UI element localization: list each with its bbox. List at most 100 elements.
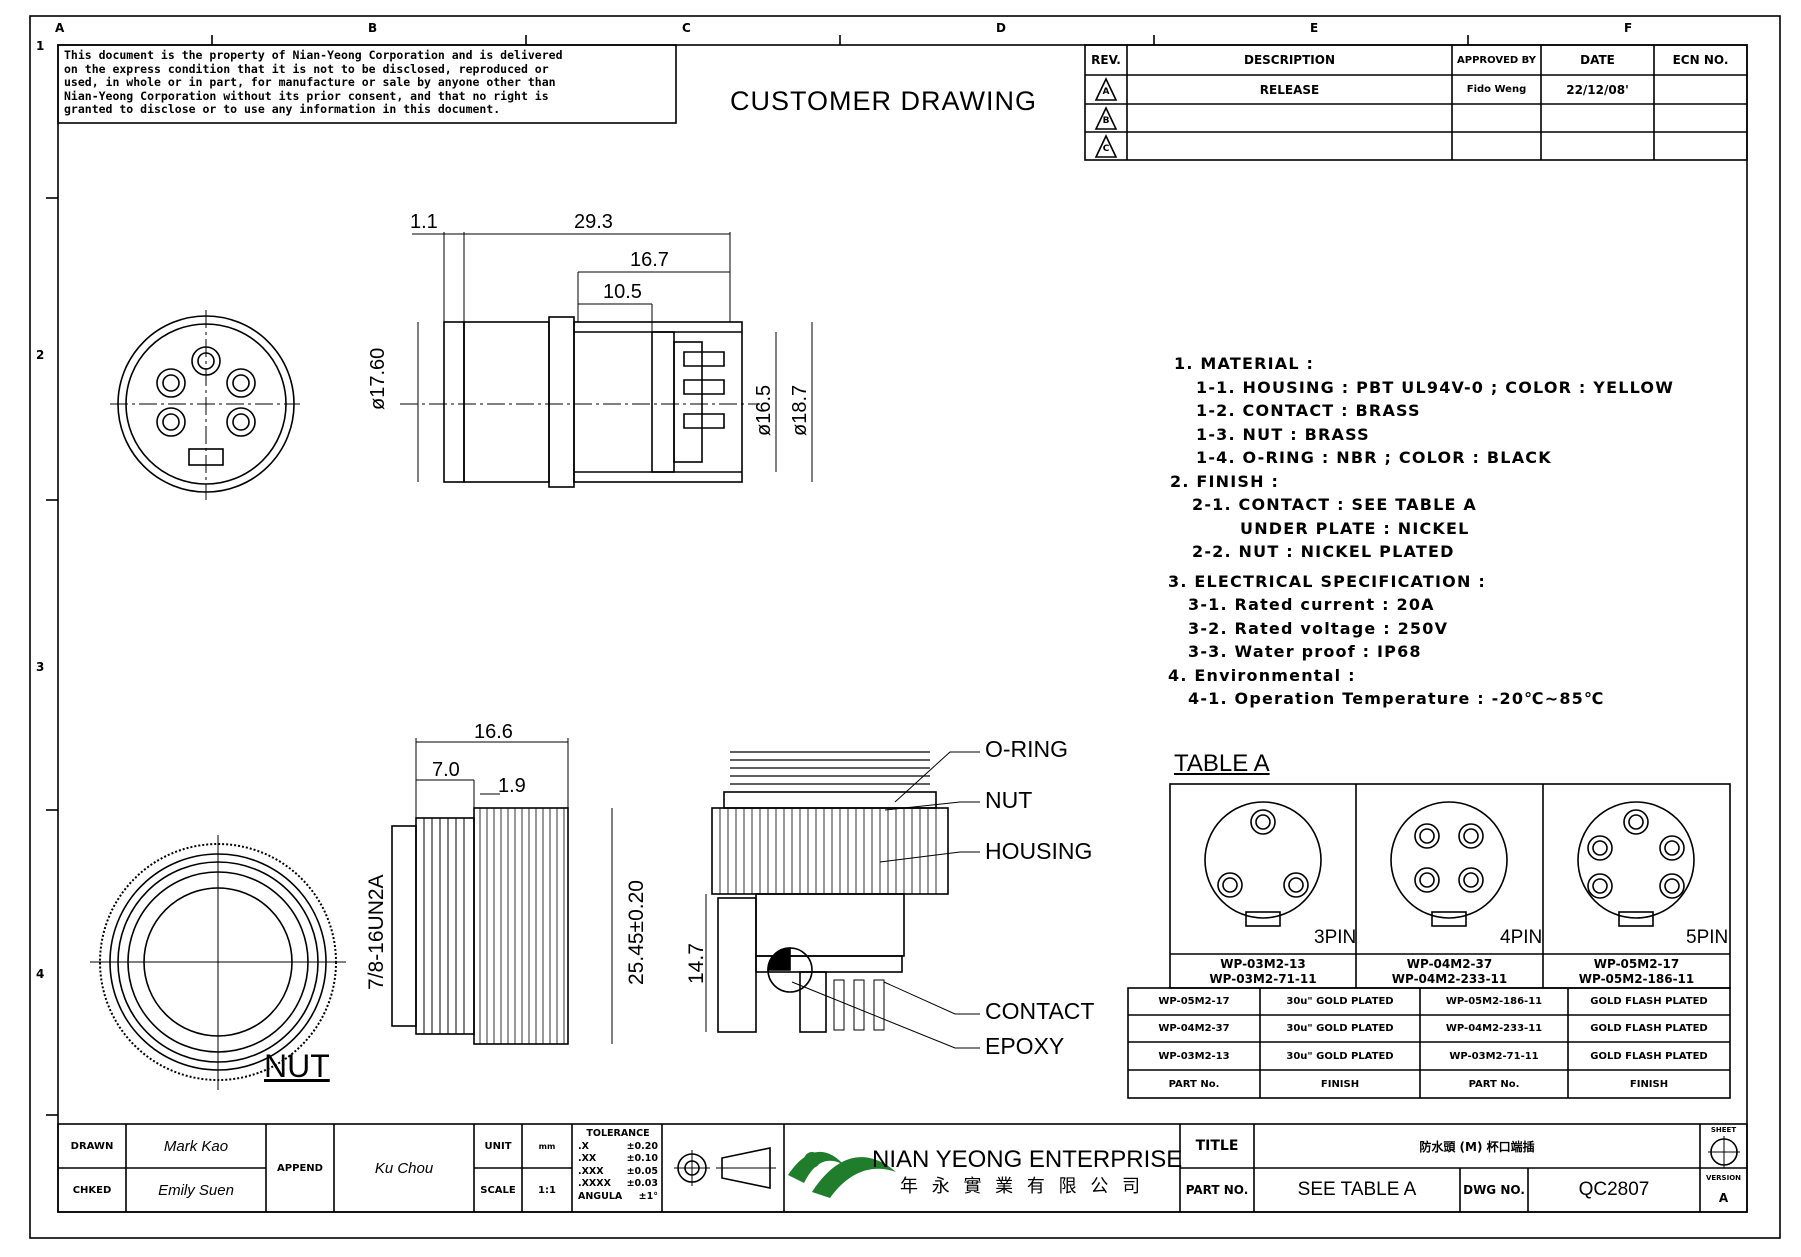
- note-line: 1-4. O-RING : NBR ; COLOR : BLACK: [1196, 448, 1552, 467]
- zone-row-3: 3: [36, 660, 45, 674]
- nut-view-label: NUT: [264, 1048, 330, 1084]
- pin-4-part-2: WP-04M2-233-11: [1391, 971, 1508, 986]
- tol-val: ±0.05: [626, 1165, 658, 1177]
- nut-side-view: [391, 738, 613, 1045]
- note-line: 2. FINISH :: [1170, 471, 1280, 491]
- note-line: 1. MATERIAL :: [1174, 354, 1315, 373]
- finish-cell: GOLD FLASH PLATED: [1590, 996, 1708, 1007]
- section-view: [705, 751, 980, 1049]
- tolerance-title: TOLERANCE: [586, 1128, 650, 1139]
- note-line: 4. Environmental :: [1168, 665, 1356, 685]
- outer-frame: [29, 15, 1781, 1239]
- rev-c-label: C: [1102, 144, 1110, 154]
- note-line: 1-2. CONTACT : BRASS: [1196, 401, 1421, 420]
- callout-epoxy: EPOXY: [985, 1033, 1065, 1059]
- notice-line: granted to disclose or to use any inform…: [64, 102, 501, 116]
- callout-housing: HOUSING: [985, 838, 1093, 864]
- rev-a-approved: Fido Weng: [1466, 84, 1527, 95]
- finish-header: PART No.: [1168, 1078, 1220, 1090]
- tol-val: ±0.20: [626, 1140, 658, 1152]
- pin-5-part-1: WP-05M2-17: [1593, 956, 1680, 971]
- pin-3-part-2: WP-03M2-71-11: [1209, 971, 1317, 986]
- zone-col-e: E: [1310, 21, 1319, 35]
- rev-b-label: B: [1102, 116, 1110, 126]
- dim-side-dia2: ø16.5: [753, 384, 775, 436]
- notice-line: This document is the property of Nian-Ye…: [64, 48, 563, 62]
- page-title: CUSTOMER DRAWING: [730, 86, 1038, 116]
- note-line: 3-2. Rated voltage : 250V: [1188, 618, 1449, 638]
- tol-val: ±1°: [638, 1190, 658, 1202]
- scale-value: 1:1: [538, 1184, 556, 1196]
- front-view: [110, 310, 300, 500]
- dim-side-2: 29.3: [574, 211, 613, 233]
- dim-section-h: 14.7: [685, 943, 708, 984]
- tol-val: ±0.03: [626, 1178, 658, 1189]
- tol-key: .XXXX: [578, 1178, 611, 1189]
- dim-nut-thread: 7/8-16UN2A: [365, 874, 388, 990]
- finish-cell: GOLD FLASH PLATED: [1590, 1050, 1708, 1062]
- dim-nut-1: 16.6: [474, 721, 513, 743]
- notice-line: on the express condition that it is not …: [64, 61, 549, 76]
- notice-text: This document is the property of Nian-Ye…: [64, 48, 563, 117]
- finish-cell: WP-05M2-17: [1158, 996, 1230, 1007]
- note-line: 2-1. CONTACT : SEE TABLE A: [1192, 495, 1478, 514]
- append-by: Ku Chou: [374, 1159, 434, 1177]
- part-label: PART NO.: [1185, 1183, 1249, 1197]
- table-a-title: TABLE A: [1174, 750, 1270, 777]
- notice-line: used, in whole or in part, for manufactu…: [64, 75, 556, 89]
- dwg-value: QC2807: [1578, 1179, 1650, 1200]
- finish-cell: WP-05M2-186-11: [1445, 996, 1543, 1007]
- finish-header: PART No.: [1468, 1078, 1520, 1090]
- pin-label-4: 4PIN: [1500, 927, 1543, 948]
- unit-value: mm: [538, 1141, 556, 1151]
- pin-4-part-1: WP-04M2-37: [1406, 956, 1493, 971]
- rev-header-rev: REV.: [1091, 53, 1121, 67]
- zone-row-1: 1: [36, 39, 45, 53]
- rev-header-approved: APPROVED BY: [1457, 54, 1536, 66]
- rev-header-date: DATE: [1580, 53, 1615, 67]
- finish-header: FINISH: [1320, 1078, 1360, 1090]
- part-value: SEE TABLE A: [1297, 1179, 1417, 1200]
- callout-contact: CONTACT: [985, 998, 1095, 1024]
- zone-row-4: 4: [36, 967, 45, 981]
- notice-line: Nian-Yeong Corporation without its prior…: [64, 88, 549, 103]
- company-logo: [788, 1151, 896, 1198]
- scale-label: SCALE: [480, 1184, 516, 1196]
- note-line: 3. ELECTRICAL SPECIFICATION :: [1168, 571, 1486, 591]
- dwg-label: DWG NO.: [1463, 1183, 1525, 1197]
- tol-key: .X: [578, 1140, 589, 1152]
- rev-a-description: RELEASE: [1259, 82, 1320, 97]
- sheet-label: SHEET: [1710, 1126, 1737, 1134]
- nut-front-view: [90, 835, 346, 1090]
- rev-a-label: A: [1102, 87, 1110, 97]
- title-label: TITLE: [1195, 1138, 1239, 1154]
- rev-header-ecn: ECN NO.: [1672, 53, 1729, 67]
- pin-5-part-2: WP-05M2-186-11: [1578, 971, 1695, 986]
- tolerance-block: TOLERANCE .X±0.20 .XX±0.10 .XXX±0.05 .XX…: [578, 1128, 658, 1203]
- finish-cell: 30u" GOLD PLATED: [1286, 996, 1394, 1007]
- finish-cell: WP-03M2-13: [1158, 1050, 1230, 1062]
- dim-nut-3: 1.9: [498, 775, 526, 797]
- note-line: UNDER PLATE : NICKEL: [1240, 518, 1470, 538]
- title-value: 防水頭 (M) 杯口端插: [1419, 1139, 1535, 1154]
- tol-key: .XX: [578, 1153, 597, 1164]
- finish-cell: WP-04M2-233-11: [1445, 1023, 1543, 1034]
- callout-o-ring: O-RING: [985, 736, 1069, 762]
- table-a-grid: [1127, 783, 1731, 1099]
- zone-row-2: 2: [36, 348, 45, 362]
- finish-header: FINISH: [1629, 1078, 1669, 1090]
- tol-val: ±0.10: [626, 1153, 658, 1164]
- checked-by: Emily Suen: [158, 1181, 234, 1199]
- pin-label-5: 5PIN: [1686, 927, 1729, 948]
- note-line: 2-2. NUT : NICKEL PLATED: [1192, 542, 1455, 561]
- finish-cell: WP-04M2-37: [1158, 1023, 1230, 1034]
- title-block-grid: [57, 1123, 1748, 1213]
- drawn-label: DRAWN: [70, 1140, 114, 1152]
- dim-side-dia1: ø17.60: [367, 347, 389, 410]
- company-name: NIAN YEONG ENTERPRISE: [872, 1146, 1183, 1173]
- zone-col-b: B: [368, 21, 378, 35]
- checked-label: CHKED: [72, 1184, 112, 1196]
- finish-cell: GOLD FLASH PLATED: [1590, 1023, 1708, 1034]
- finish-cell: 30u" GOLD PLATED: [1286, 1023, 1394, 1034]
